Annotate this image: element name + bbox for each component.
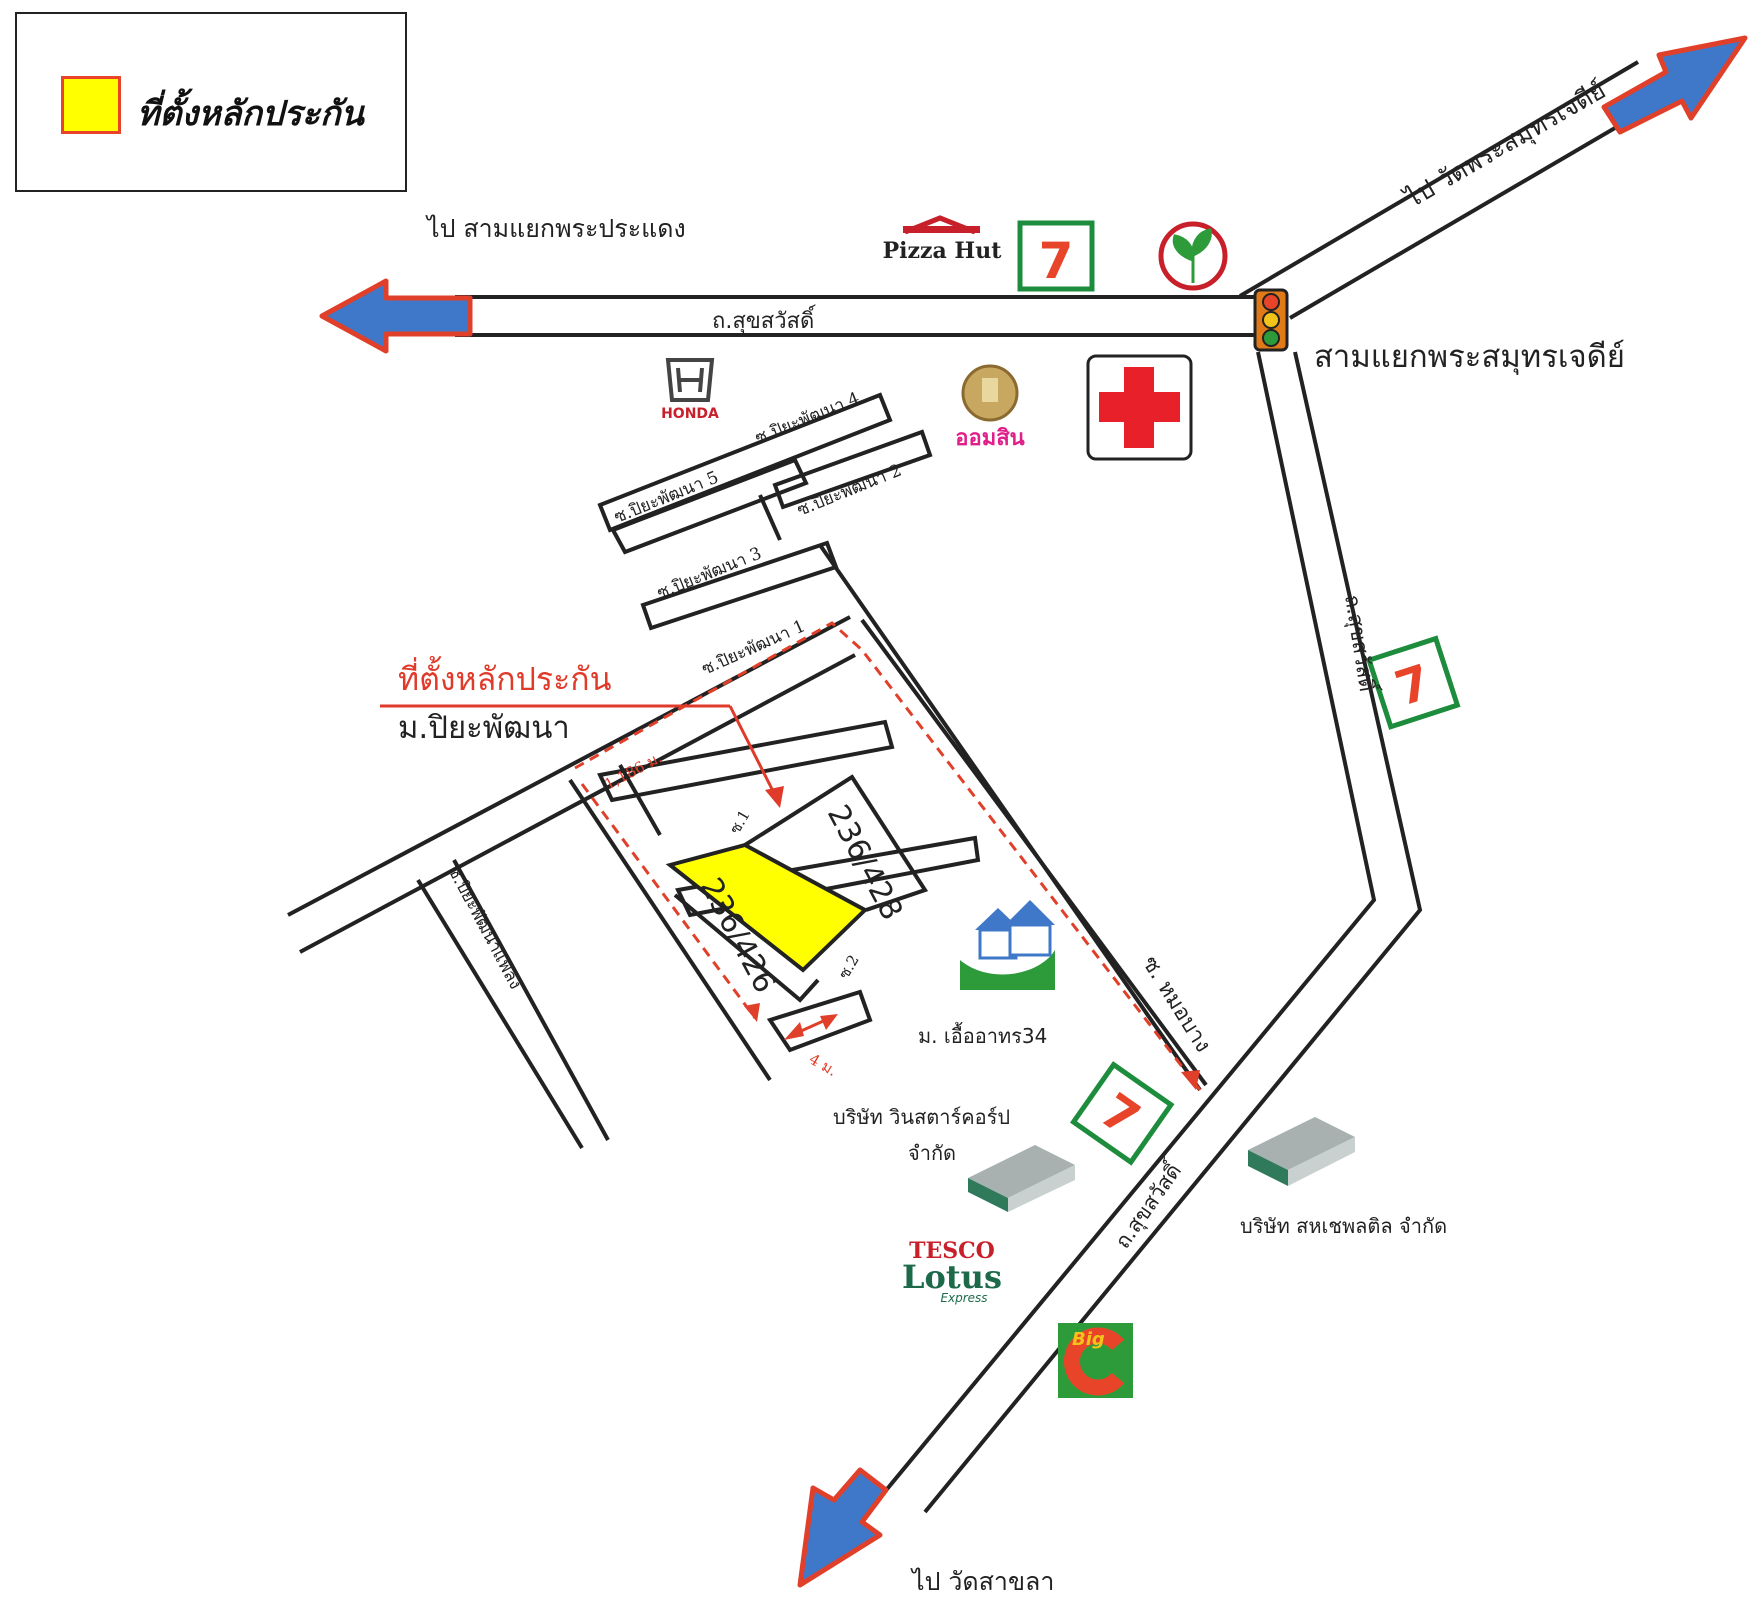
inner-soi-2-label: ซ.2 <box>835 952 863 982</box>
company-1-line2: จำกัด <box>908 1141 956 1165</box>
village-34-label: ม. เอื้ออาทร34 <box>918 1022 1047 1048</box>
company-2-label: บริษัท สหเชพลติล จำกัด <box>1240 1214 1447 1238</box>
lotus-label: Lotus <box>902 1258 1002 1296</box>
seven-eleven-icon-bottom: 7 <box>1070 1061 1175 1166</box>
junction-label: สามแยกพระสมุทรเจดีย์ <box>1314 339 1625 376</box>
route-dashed-inner <box>580 783 757 1019</box>
route-dashed <box>574 621 1202 1091</box>
legend: ที่ตั้งหลักประกัน <box>15 12 407 192</box>
pizza-hut-label: Pizza Hut <box>883 238 1003 264</box>
main-road-label: ถ.สุขสวัสดิ์ <box>712 305 817 334</box>
svg-text:Big: Big <box>1072 1329 1105 1350</box>
legend-label: ที่ตั้งหลักประกัน <box>137 94 364 134</box>
road-to-northeast <box>1238 60 1658 320</box>
property-block <box>665 842 869 973</box>
village-label: ม.ปิยะพัฒนา <box>398 710 570 746</box>
width-arrow <box>784 1014 838 1040</box>
soi-5-label: ซ.ปิยะพัฒนา 5 <box>611 468 721 528</box>
tesco-lotus-logo: TESCO Lotus Express <box>902 1238 1002 1305</box>
soi-moh-bang <box>818 543 1208 1092</box>
arrow-west <box>319 278 473 354</box>
tesco-label: TESCO <box>909 1238 995 1264</box>
seven-eleven-icon-right: 7 <box>1366 635 1461 730</box>
soi-2-label: ซ.ปิยะพัฒนา 2 <box>794 461 904 521</box>
honda-logo: HONDA <box>661 358 719 422</box>
main-road-diagonal-label: ถ.สุขสวัสดิ์ <box>1339 592 1383 695</box>
inner-soi-1-label: ซ.1 <box>726 807 754 837</box>
gsb-icon: ออมสิน <box>955 364 1025 451</box>
soi-4-label: ซ.ปิยะพัฒนา 4 <box>752 389 862 449</box>
svg-text:7: 7 <box>1039 232 1074 290</box>
property-callout-label: ที่ตั้งหลักประกัน <box>398 656 612 698</box>
main-road-diagonal <box>876 351 1423 1514</box>
traffic-light-icon <box>1253 288 1289 352</box>
honda-label: HONDA <box>661 406 719 422</box>
lot-outlines <box>673 774 929 1003</box>
arrow-northeast <box>1601 35 1748 135</box>
callout-arrow <box>380 704 784 808</box>
arrow-south <box>797 1467 889 1588</box>
company-1-line1: บริษัท วินสตาร์คอร์ป <box>833 1105 1010 1129</box>
big-c-logo: Big <box>1058 1323 1133 1398</box>
express-label: Express <box>940 1291 987 1305</box>
pizza-hut-logo: Pizza Hut <box>883 215 1003 264</box>
warehouse-icon-2 <box>1248 1117 1355 1186</box>
direction-south-label: ไป วัดสาขลา <box>910 1567 1054 1596</box>
warehouse-icon-1 <box>968 1145 1075 1212</box>
soi-flat-label: ซ.ปิยะพัฒนาแฟลง <box>444 863 526 993</box>
main-road-horizontal <box>455 295 1262 337</box>
direction-west-label: ไป สามแยกพระประแดง <box>425 214 686 243</box>
width-label: 4 ม. <box>806 1050 840 1080</box>
kbank-icon <box>1158 221 1228 291</box>
seven-eleven-icon: 7 <box>1017 220 1095 292</box>
legend-swatch <box>61 76 121 134</box>
village-icon <box>960 900 1055 990</box>
gsb-label: ออมสิน <box>955 426 1024 451</box>
hospital-icon <box>1086 354 1193 461</box>
